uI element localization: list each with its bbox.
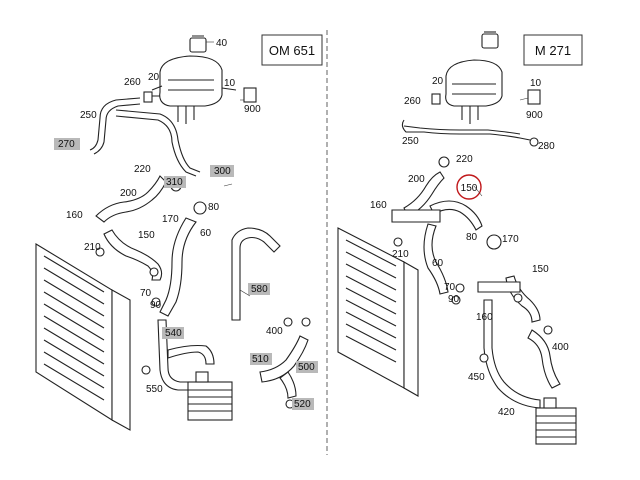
callout: 220 [134, 164, 151, 175]
callout: 40 [216, 38, 228, 49]
radiator-om651 [35, 243, 131, 431]
callout: 20 [432, 76, 444, 87]
callout: 20 [148, 72, 160, 83]
callout: 420 [498, 407, 515, 418]
callout: 10 [530, 78, 542, 89]
callout: 200 [408, 174, 425, 185]
callout: 90 [448, 294, 460, 305]
hose-150 [103, 229, 163, 281]
callout: 250 [80, 110, 97, 121]
callouts-om651: 40 20 260 10 900 250 270 220 300 310 200… [54, 38, 318, 410]
hose-150-m271 [429, 200, 483, 231]
hose-250-m271 [401, 119, 531, 141]
callout-tag: 300 [214, 166, 231, 177]
callout: 450 [468, 372, 485, 383]
tag-box [54, 138, 80, 150]
callout: 400 [552, 342, 569, 353]
callout-tag: 540 [165, 328, 182, 339]
callout: 150 [532, 264, 549, 275]
callout: 280 [538, 141, 555, 152]
tag-box [210, 165, 234, 177]
callout: 250 [402, 136, 419, 147]
callout-tag: 520 [294, 399, 311, 410]
callout: 150 [138, 230, 155, 241]
oil-cooler-m271 [535, 397, 577, 445]
callout: 160 [370, 200, 387, 211]
hose-580 [231, 227, 281, 321]
highlight-circle [456, 174, 482, 200]
hose-200-m271 [403, 171, 445, 217]
oil-cooler-om651 [187, 371, 233, 421]
callout: 170 [502, 234, 519, 245]
callout: 260 [124, 77, 141, 88]
callout-tag: 310 [166, 177, 183, 188]
callout: 260 [404, 96, 421, 107]
model-label-om651: OM 651 [269, 43, 315, 58]
tag-box [250, 353, 272, 365]
callout: 400 [266, 326, 283, 337]
callout-highlighted: 150 [461, 183, 478, 194]
expansion-tank [143, 35, 257, 124]
callout: 210 [84, 242, 101, 253]
model-box-m271 [523, 34, 583, 66]
callout: 60 [432, 258, 444, 269]
hose-60-m271 [423, 223, 449, 295]
model-label-m271: M 271 [535, 43, 571, 58]
callout: 210 [392, 249, 409, 260]
callout: 70 [444, 282, 456, 293]
callout: 900 [526, 110, 543, 121]
tag-box [292, 398, 314, 410]
callout: 90 [150, 300, 162, 311]
tag-box [296, 361, 318, 373]
callout: 160 [66, 210, 83, 221]
callout: 900 [244, 104, 261, 115]
callout: 200 [120, 188, 137, 199]
callout: 70 [140, 288, 152, 299]
callout: 60 [200, 228, 212, 239]
callout: 10 [224, 78, 236, 89]
tag-box [248, 283, 270, 295]
callout-tag: 500 [298, 362, 315, 373]
callout: 80 [466, 232, 478, 243]
callout: 80 [208, 202, 220, 213]
radiator-m271 [337, 227, 419, 397]
tag-box [164, 176, 186, 188]
callout: 160 [476, 312, 493, 323]
leader-lines [206, 41, 529, 297]
callout: 550 [146, 384, 163, 395]
hose-200 [95, 175, 167, 223]
callout-tag: 510 [252, 354, 269, 365]
hose-60 [159, 217, 197, 317]
hose-250 [89, 97, 141, 155]
panel-m271: M 271 [337, 31, 583, 445]
tag-box [162, 327, 184, 339]
callout-tag: 580 [251, 284, 268, 295]
callout-tag: 270 [58, 139, 75, 150]
callout: 220 [456, 154, 473, 165]
callouts-m271: 20 260 10 900 250 280 220 200 150 160 80… [370, 76, 569, 418]
model-box-om651 [261, 34, 323, 66]
panel-om651: OM 651 [35, 34, 323, 431]
expansion-tank-m271 [431, 31, 541, 124]
callout: 170 [162, 214, 179, 225]
